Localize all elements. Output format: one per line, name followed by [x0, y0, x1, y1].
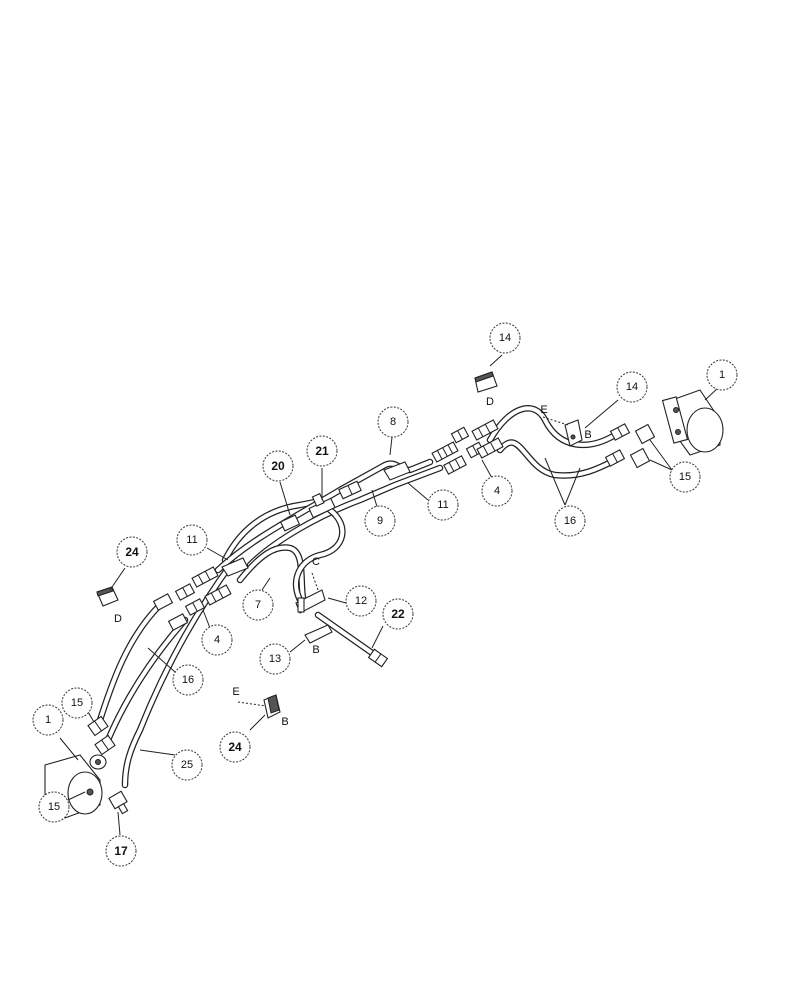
fitting-15-right-c — [634, 423, 656, 445]
svg-text:4: 4 — [214, 634, 220, 646]
svg-text:8: 8 — [390, 416, 396, 428]
svg-text:24: 24 — [125, 545, 139, 559]
coupler-upper-right-2 — [443, 455, 467, 475]
svg-text:11: 11 — [437, 499, 448, 511]
svg-text:21: 21 — [315, 444, 329, 458]
svg-text:4: 4 — [494, 485, 500, 497]
callout-15-left-bottom: 15 — [38, 791, 70, 823]
fitting-17-elbow — [108, 790, 129, 815]
callout-9: 9 — [364, 505, 396, 537]
bracket-24-lower — [263, 694, 281, 719]
clamp-11-upper — [383, 461, 411, 481]
svg-text:20: 20 — [271, 459, 285, 473]
fitting-15-left-b — [94, 734, 116, 756]
bracket-12 — [295, 589, 326, 614]
fitting-15-right-d — [629, 447, 651, 469]
tee-fitting-21 — [308, 492, 336, 519]
reference-letter-e-lower: E — [232, 686, 239, 698]
callout-24-lower: 24 — [219, 731, 251, 763]
svg-text:13: 13 — [269, 653, 281, 665]
svg-text:17: 17 — [114, 844, 128, 858]
callout-1-left: 1 — [32, 704, 64, 736]
reference-letter-b-lower: B — [281, 716, 288, 728]
svg-text:9: 9 — [377, 515, 383, 527]
callout-7: 7 — [242, 589, 274, 621]
fitting-20-end — [279, 514, 301, 532]
coupler-4-upper-d — [476, 437, 504, 459]
motor-1-right — [661, 389, 724, 456]
svg-text:15: 15 — [48, 801, 60, 813]
fittings — [87, 419, 656, 815]
clamp-14-top — [474, 371, 498, 393]
callout-25: 25 — [171, 749, 203, 781]
coupler-left-far-b — [167, 613, 189, 631]
svg-text:12: 12 — [355, 595, 367, 607]
coupler-4-lower-a — [174, 583, 196, 601]
reference-letter-b-top: B — [584, 429, 591, 441]
svg-text:14: 14 — [626, 381, 638, 393]
callout-21: 21 — [306, 435, 338, 467]
callout-11-upper: 11 — [427, 489, 459, 521]
callout-12: 12 — [345, 585, 377, 617]
callout-8: 8 — [377, 406, 409, 438]
svg-text:1: 1 — [719, 369, 725, 381]
coupler-upper-right-1 — [431, 441, 459, 463]
hose-16-c — [486, 405, 619, 449]
reference-letter-d-left: D — [114, 613, 122, 625]
callout-17: 17 — [105, 835, 137, 867]
callout-11-lower: 11 — [176, 524, 208, 556]
callout-20: 20 — [262, 450, 294, 482]
callout-4-lower: 4 — [201, 624, 233, 656]
svg-text:16: 16 — [182, 674, 194, 686]
svg-text:15: 15 — [71, 697, 83, 709]
callout-16-right: 16 — [554, 505, 586, 537]
callout-16-left: 16 — [172, 664, 204, 696]
fitting-15-left-a — [87, 715, 109, 737]
hose-group — [96, 405, 619, 789]
coupler-4-lower-d — [204, 584, 232, 606]
svg-text:1: 1 — [45, 714, 51, 726]
callout-1-right: 1 — [706, 359, 738, 391]
svg-text:24: 24 — [228, 740, 242, 754]
callout-14-top: 14 — [489, 322, 521, 354]
fitting-9-end — [338, 480, 362, 500]
leader-lines — [59, 354, 719, 836]
coupler-left-far-a — [152, 593, 174, 611]
fitting-15-right-a — [609, 423, 631, 441]
callout-14-right: 14 — [616, 371, 648, 403]
svg-text:25: 25 — [181, 759, 193, 771]
clamp-11-lower — [221, 557, 249, 577]
callout-15-right: 15 — [669, 461, 701, 493]
callout-24-left: 24 — [116, 536, 148, 568]
svg-text:7: 7 — [255, 599, 261, 611]
callout-13: 13 — [259, 643, 291, 675]
callout-22: 22 — [382, 598, 414, 630]
svg-text:15: 15 — [679, 471, 691, 483]
callout-15-left-top: 15 — [61, 687, 93, 719]
clamp-14-right — [564, 419, 583, 447]
coupler-4-lower-c — [191, 566, 219, 588]
callout-4-upper: 4 — [481, 475, 513, 507]
reference-letter-d-top: D — [486, 396, 494, 408]
bracket-13 — [304, 624, 333, 644]
svg-text:11: 11 — [186, 534, 197, 546]
svg-text:14: 14 — [499, 332, 511, 344]
coupler-4-lower-b — [184, 598, 206, 616]
reference-letter-b-middle: B — [312, 644, 319, 656]
coupler-4-upper-a — [450, 426, 470, 444]
fitting-15-right-b — [604, 449, 626, 467]
reference-letter-e-top: E — [540, 404, 547, 416]
bracket-24-left — [96, 586, 119, 607]
svg-text:22: 22 — [391, 607, 405, 621]
coupler-4-upper-c — [471, 419, 499, 441]
reference-letter-c: C — [312, 556, 320, 568]
fitting-22-end — [367, 648, 389, 668]
coupler-4-upper-b — [465, 441, 485, 459]
svg-text:16: 16 — [564, 515, 576, 527]
